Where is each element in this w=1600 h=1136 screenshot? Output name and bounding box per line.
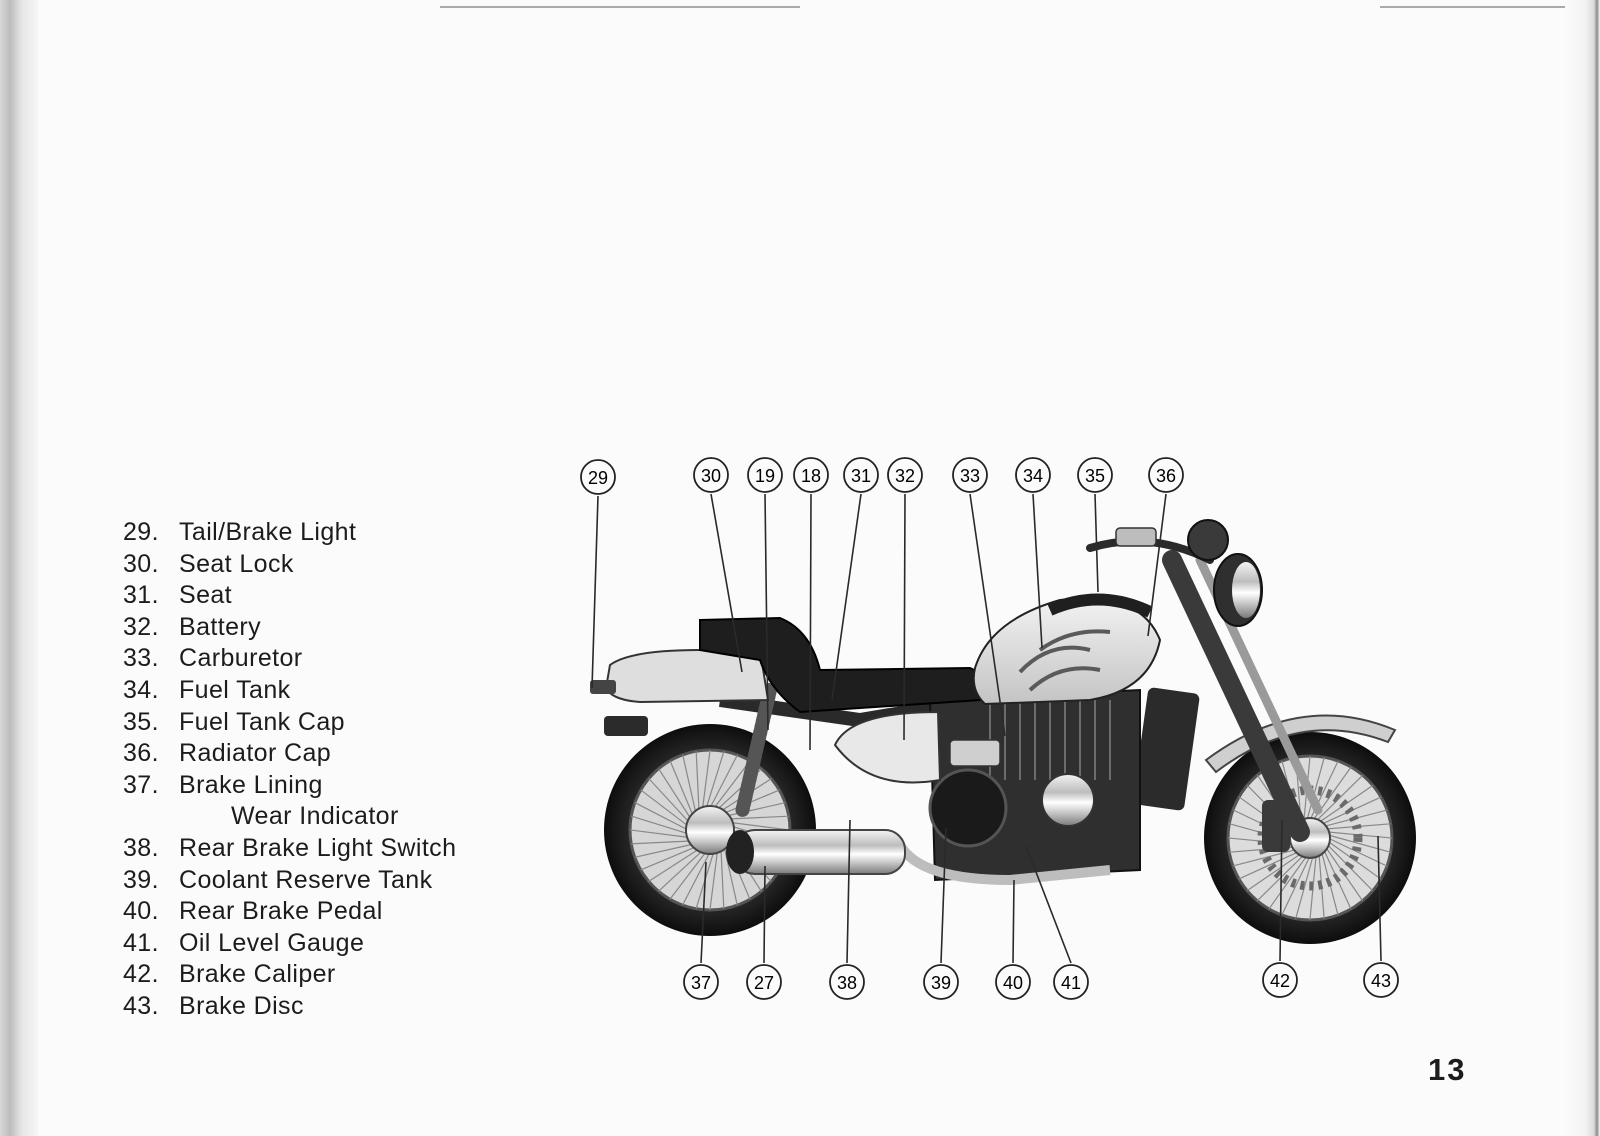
callout-31: 31 [844, 458, 878, 492]
callout-label: 38 [837, 973, 857, 993]
front-wheel [1204, 732, 1416, 944]
callout-label: 36 [1156, 466, 1176, 486]
callout-41: 41 [1054, 965, 1088, 999]
callout-37: 37 [684, 965, 718, 999]
fuel-tank [974, 598, 1160, 704]
callout-label: 42 [1270, 971, 1290, 991]
callout-label: 35 [1085, 466, 1105, 486]
callout-label: 29 [588, 468, 608, 488]
callout-40: 40 [996, 965, 1030, 999]
callout-label: 43 [1371, 971, 1391, 991]
callout-33: 33 [953, 458, 987, 492]
callout-43: 43 [1364, 963, 1398, 997]
callout-label: 39 [931, 973, 951, 993]
callout-label: 27 [754, 973, 774, 993]
callout-34: 34 [1016, 458, 1050, 492]
callout-19: 19 [748, 458, 782, 492]
callout-42: 42 [1263, 963, 1297, 997]
callout-18: 18 [794, 458, 828, 492]
callout-label: 34 [1023, 466, 1043, 486]
callout-label: 18 [801, 466, 821, 486]
motorcycle-photo [590, 520, 1416, 944]
callout-36: 36 [1149, 458, 1183, 492]
callout-29: 29 [581, 460, 615, 494]
callout-30: 30 [694, 458, 728, 492]
callout-label: 37 [691, 973, 711, 993]
callout-label: 40 [1003, 973, 1023, 993]
callout-label: 31 [851, 466, 871, 486]
page-number: 13 [1428, 1052, 1466, 1088]
callout-32: 32 [888, 458, 922, 492]
engine [930, 690, 1140, 880]
callout-label: 32 [895, 466, 915, 486]
callout-27: 27 [747, 965, 781, 999]
callout-35: 35 [1078, 458, 1112, 492]
callout-label: 41 [1061, 973, 1081, 993]
callout-label: 19 [755, 466, 775, 486]
callout-label: 33 [960, 466, 980, 486]
callout-39: 39 [924, 965, 958, 999]
callout-38: 38 [830, 965, 864, 999]
callout-label: 30 [701, 466, 721, 486]
